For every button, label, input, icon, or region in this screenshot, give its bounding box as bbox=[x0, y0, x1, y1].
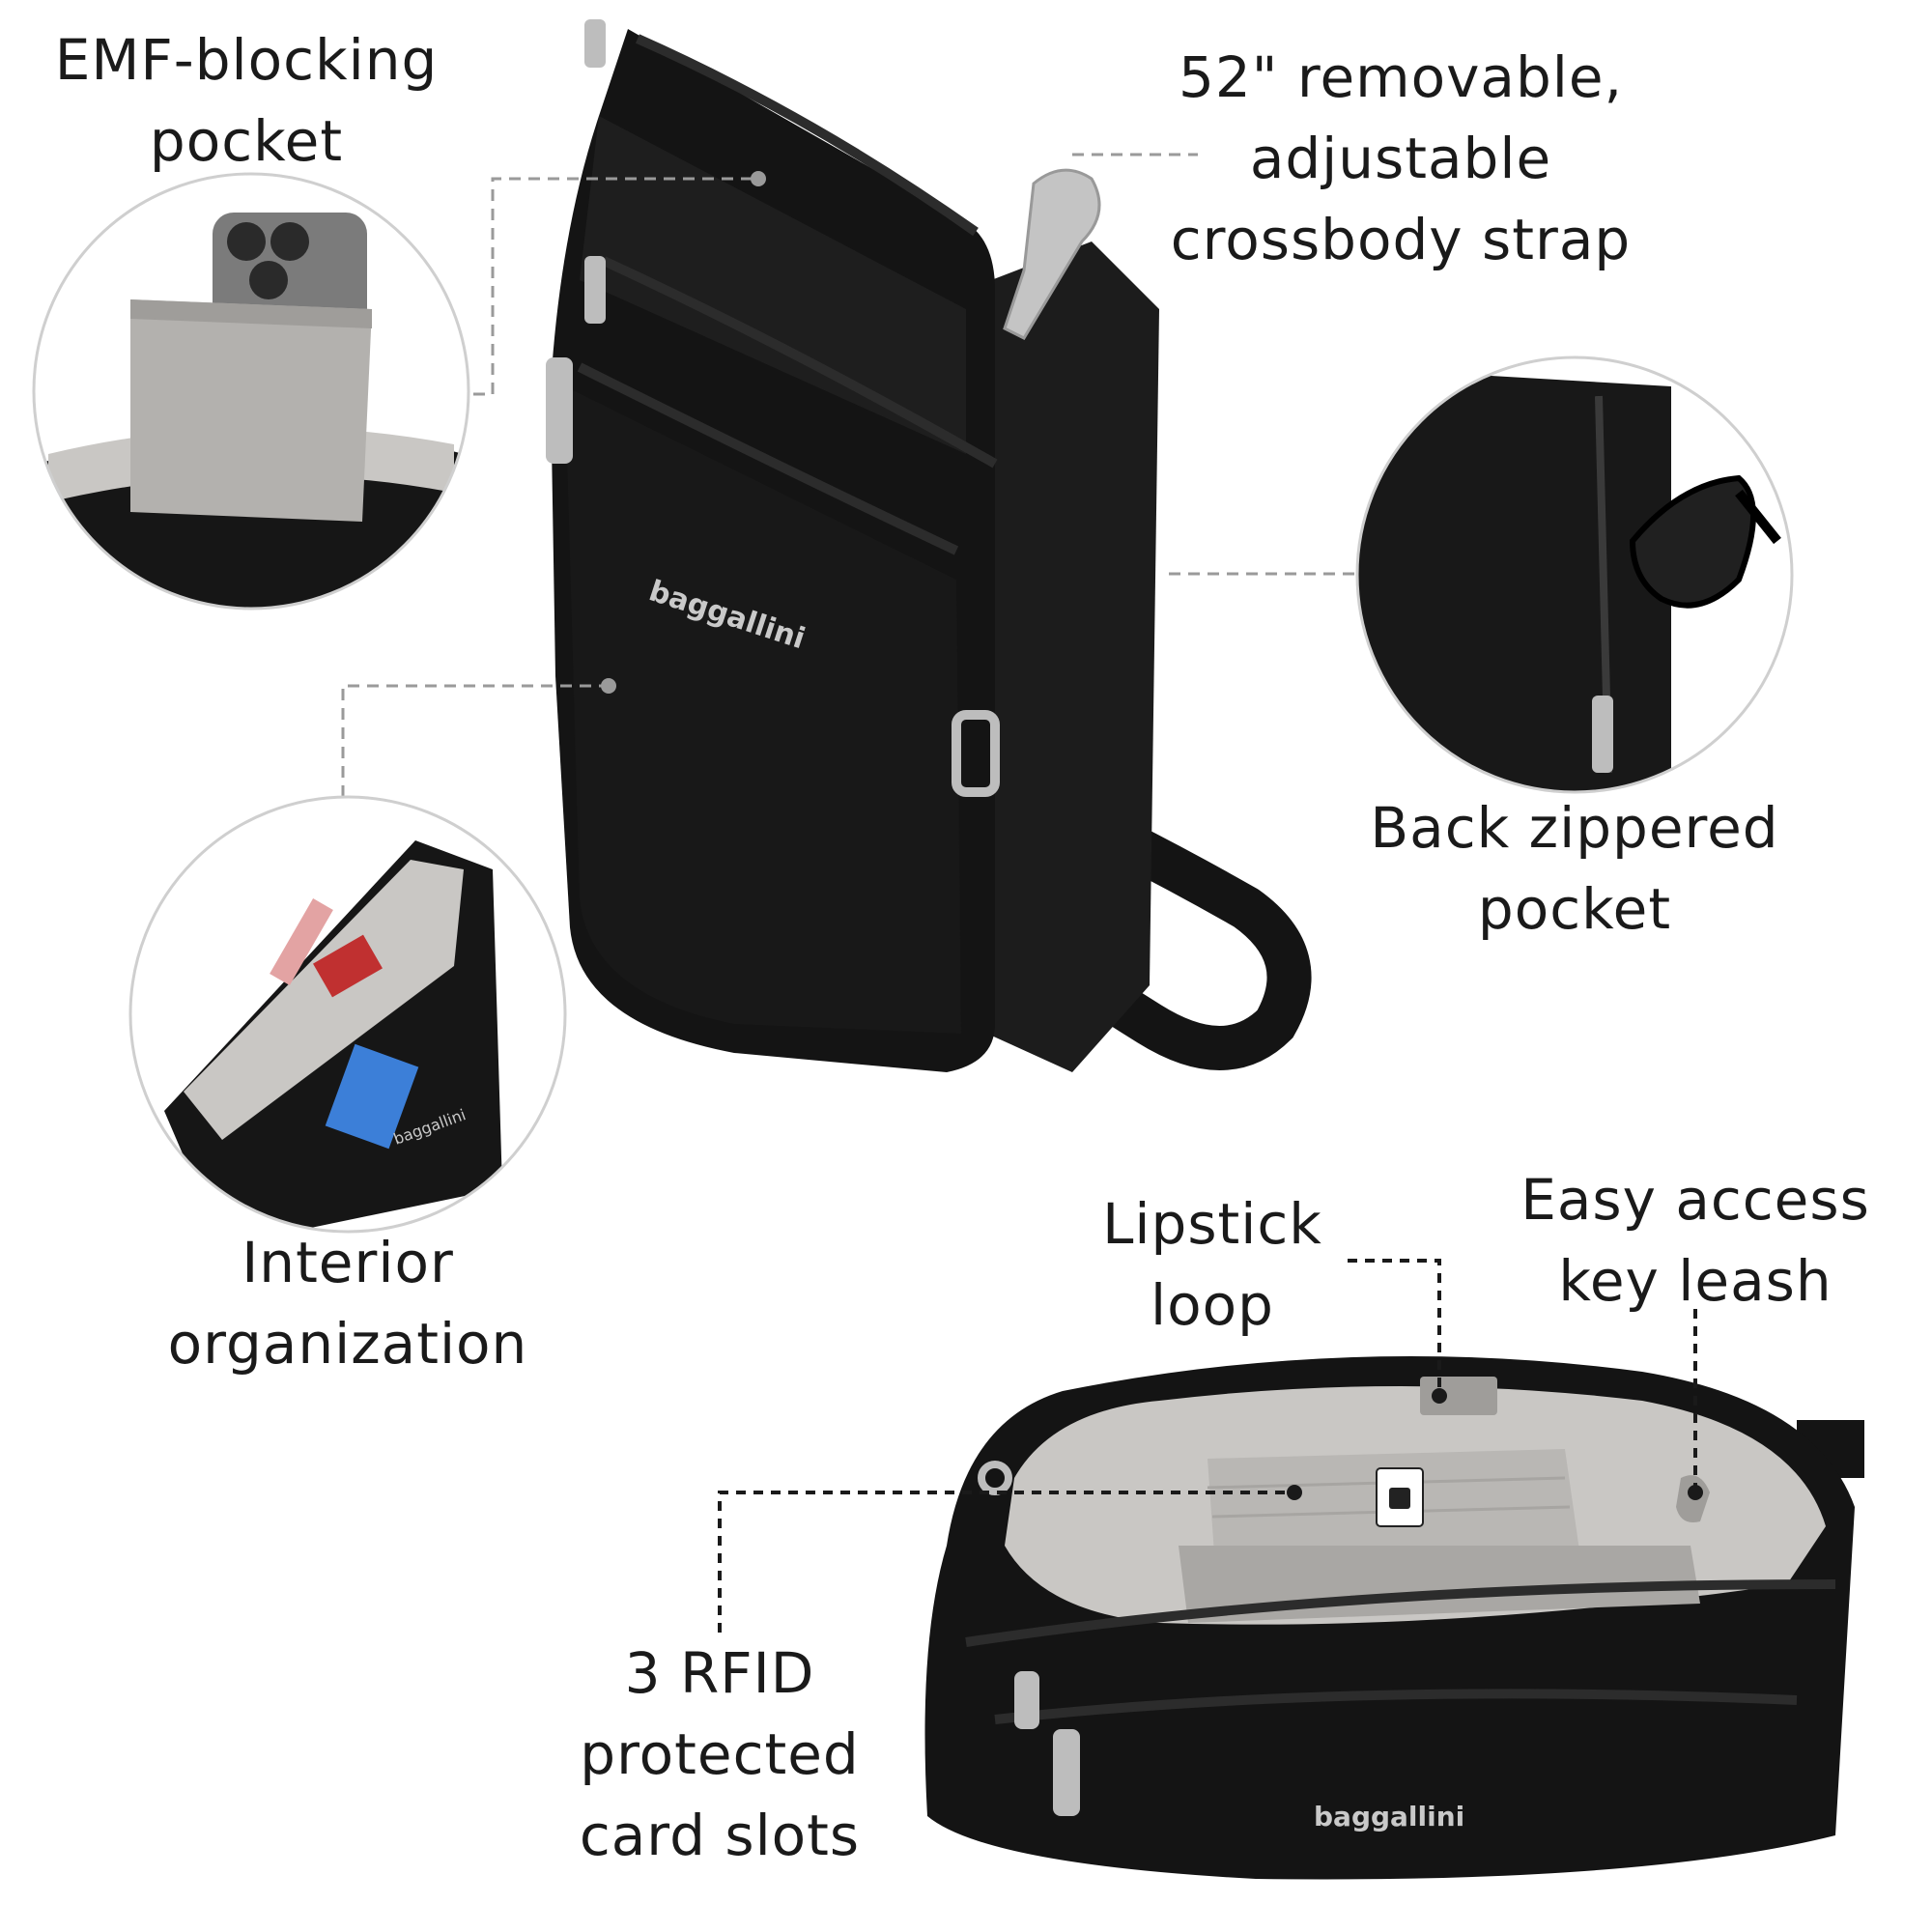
main-bag-image: baggallini bbox=[546, 19, 1312, 1072]
emf-pocket-label: EMF-blocking pocket bbox=[54, 27, 439, 175]
interior-marker-dot bbox=[601, 678, 616, 694]
open-bag-image: baggallini bbox=[924, 1356, 1864, 1880]
emf-pocket-inset bbox=[32, 172, 470, 611]
strap-label: 52" removable, adjustable crossbody stra… bbox=[1170, 44, 1632, 273]
rfid-slots-label: 3 RFID protected card slots bbox=[579, 1640, 861, 1869]
open-bag-logo: baggallini bbox=[1314, 1801, 1464, 1833]
lipstick-label: Lipstick loop bbox=[1102, 1191, 1322, 1339]
interior-label: Interior organization bbox=[167, 1230, 528, 1378]
interior-inset: baggallini bbox=[128, 795, 567, 1234]
leader-lines-gray bbox=[341, 153, 1357, 797]
key-leash-label: Easy access key leash bbox=[1520, 1167, 1870, 1315]
lipstick-marker-dot bbox=[1432, 1388, 1447, 1404]
emf-pocket-marker-dot bbox=[751, 171, 766, 186]
back-pocket-label: Back zippered pocket bbox=[1370, 795, 1779, 943]
rfid-marker-dot bbox=[1287, 1485, 1302, 1500]
key-leash-marker-dot bbox=[1688, 1485, 1703, 1500]
leader-lines-black bbox=[718, 1259, 1697, 1633]
back-pocket-inset bbox=[1355, 355, 1794, 794]
